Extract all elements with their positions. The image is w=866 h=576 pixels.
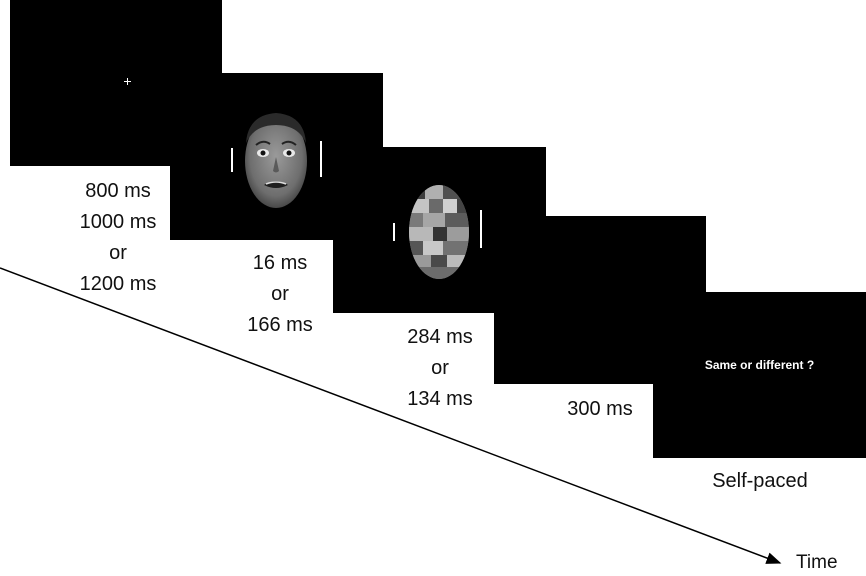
time-axis-label: Time	[796, 552, 838, 573]
duration-line: 1200 ms	[79, 273, 157, 295]
face-stimulus-image	[231, 113, 322, 208]
mask-duration-label: 284 ms or 134 ms	[390, 322, 490, 415]
face-screen	[170, 73, 383, 240]
response-prompt: Same or different ?	[704, 358, 815, 372]
duration-line: 16 ms	[252, 252, 308, 274]
fixation-cross-icon	[124, 78, 131, 85]
duration-line: 166 ms	[247, 314, 313, 336]
fixation-duration-label: 800 ms 1000 ms or 1200 ms	[66, 176, 170, 300]
face-duration-label: 16 ms or 166 ms	[230, 248, 330, 341]
blank-duration-label: 300 ms	[550, 394, 650, 425]
response-duration-label: Self-paced	[700, 466, 820, 497]
duration-line: 284 ms	[407, 326, 473, 348]
duration-line: 134 ms	[407, 388, 473, 410]
time-arrow	[0, 267, 782, 564]
duration-line: or	[431, 357, 449, 379]
duration-line: 800 ms	[85, 180, 151, 202]
duration-line: Self-paced	[712, 470, 808, 492]
duration-line: 1000 ms	[79, 211, 157, 233]
duration-line: or	[271, 283, 289, 305]
duration-line: 300 ms	[567, 398, 633, 420]
scrambled-mask-image	[393, 185, 482, 279]
response-screen: Same or different ?	[653, 292, 866, 458]
duration-line: or	[109, 242, 127, 264]
